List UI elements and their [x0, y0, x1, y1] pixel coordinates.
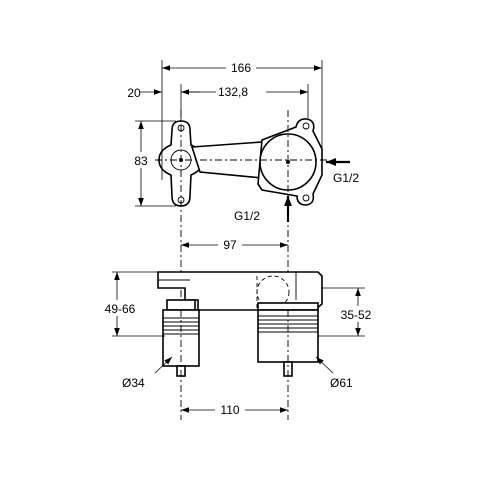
- left-cartridge-collar: [166, 299, 196, 311]
- leader-d61: [315, 356, 334, 374]
- bottom-dimensions: 49-66 35-52 Ø34 Ø61 110: [100, 271, 378, 417]
- top-dimensions: 166 20 132,8 83 97: [127, 60, 323, 252]
- dim-110-label: 110: [220, 403, 239, 417]
- dim-97-label: 97: [223, 238, 237, 252]
- right-cartridge-collar: [257, 302, 319, 311]
- top-view: G1/2 G1/2: [140, 110, 359, 305]
- right-flange-hole-bottom: [302, 194, 310, 202]
- side-inlet-label: G1/2: [333, 171, 359, 185]
- dim-d34-label: Ø34: [122, 376, 145, 390]
- bottom-inlet-label: G1/2: [234, 209, 260, 223]
- dim-166-label: 166: [231, 61, 251, 75]
- leader-d34: [154, 356, 173, 374]
- dim-20-label: 20: [127, 86, 141, 100]
- dim-49-66-label: 49-66: [105, 302, 136, 316]
- dim-d61-label: Ø61: [330, 376, 353, 390]
- dim-132-label: 132,8: [218, 85, 248, 99]
- dim-83-label: 83: [134, 154, 148, 168]
- side-view: [157, 271, 323, 420]
- left-mounting-flange: [158, 120, 204, 207]
- right-flange-hole-top: [302, 122, 310, 130]
- dim-35-52-label: 35-52: [341, 308, 372, 322]
